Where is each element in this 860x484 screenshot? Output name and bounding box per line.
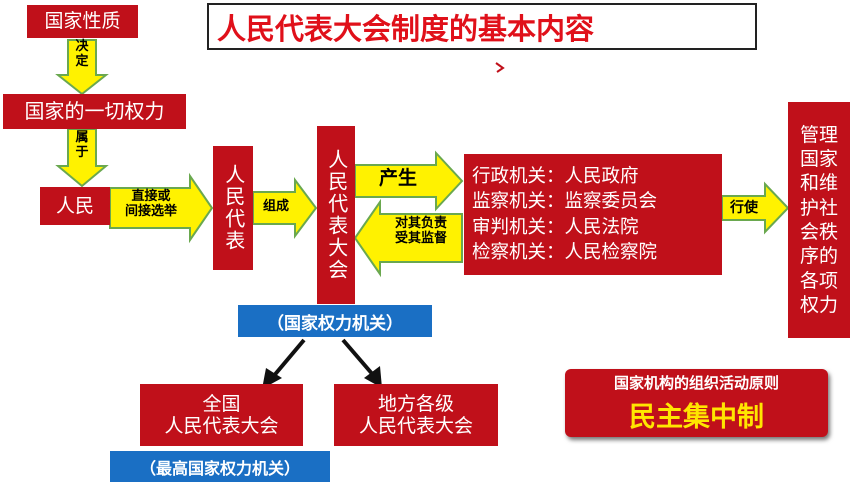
organ-supervisory: 监察机关：监察委员会 [472, 191, 658, 213]
national-nature-box: 国家性质 [27, 5, 138, 38]
elect-label-line2: 间接选举 [124, 203, 177, 219]
principle-heading: 国家机构的组织活动原则 [613, 374, 779, 392]
exercise-arrow [721, 181, 790, 235]
people-box: 人民 [40, 187, 110, 225]
branch-arrowhead-left [262, 368, 282, 389]
elect-label-line1: 直接或 [131, 189, 171, 204]
all-power-box: 国家的一切权力 [3, 94, 186, 129]
npc-line1: 全国 [202, 392, 241, 415]
accountable-label-line2: 受其监督 [394, 230, 447, 246]
npc-line2: 人民代表大会 [164, 415, 279, 437]
exercise-label: 行使 [730, 200, 758, 216]
belong-arrow [55, 128, 109, 188]
page-title: 人民代表大会制度的基本内容 [207, 3, 757, 50]
produce-arrow [354, 150, 464, 212]
manage-powers-box: 管理国家和维护社会秩序的各项权力 [788, 102, 850, 338]
accountable-arrow [353, 198, 463, 278]
congress-box: 人民代表大会 [317, 126, 355, 304]
branch-arrow-left [270, 338, 306, 380]
decide-arrow [55, 39, 109, 96]
belong-label: 属于 [75, 130, 89, 160]
compose-arrow [252, 177, 318, 239]
branch-arrow-right [341, 338, 376, 378]
accountable-label: 对其负责 受其监督 [382, 216, 460, 247]
elect-label: 直接或 间接选举 [112, 189, 190, 220]
organizing-principle-box: 国家机构的组织活动原则 民主集中制 [565, 369, 828, 437]
elect-arrow [109, 172, 214, 244]
state-power-organ-label: （国家权力机关） [238, 305, 432, 337]
stray-mark [495, 62, 505, 73]
decide-label: 决定 [75, 39, 89, 69]
local-line1: 地方各级 [377, 392, 454, 415]
local-line2: 人民代表大会 [358, 415, 473, 437]
npc-box: 全国 人民代表大会 [140, 384, 303, 446]
organ-judicial: 审判机关：人民法院 [472, 216, 639, 238]
compose-label: 组成 [262, 199, 289, 214]
principle-name: 民主集中制 [629, 402, 764, 433]
accountable-label-line1: 对其负责 [394, 216, 447, 231]
state-organs-box: 行政机关：人民政府 监察机关：监察委员会 审判机关：人民法院 检察机关：人民检察… [464, 154, 722, 275]
produce-label: 产生 [378, 167, 417, 189]
highest-power-organ-label: （最高国家权力机关） [110, 451, 330, 482]
local-congress-box: 地方各级 人民代表大会 [334, 384, 498, 446]
organ-administrative: 行政机关：人民政府 [472, 166, 639, 188]
organ-procuratorial: 检察机关：人民检察院 [472, 241, 658, 263]
representatives-box: 人民代表 [213, 146, 253, 270]
branch-arrowhead-right [364, 366, 382, 388]
